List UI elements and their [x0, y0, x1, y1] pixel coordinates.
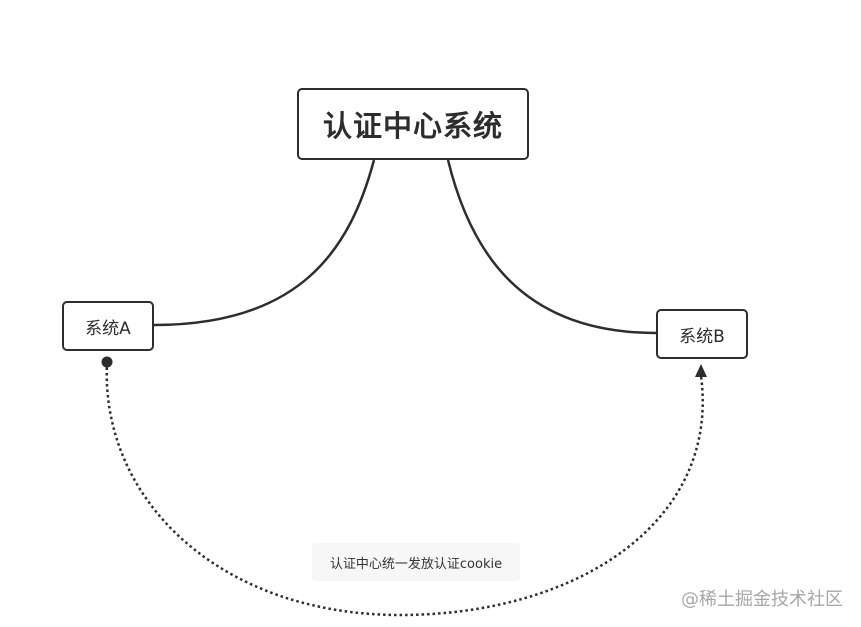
edge-center-to-system-a [153, 159, 376, 327]
node-system-a-label: 系统A [85, 318, 131, 339]
node-system-a[interactable]: 系统A [62, 301, 154, 351]
edge-cookie-dotted [105, 361, 704, 617]
node-auth-center-label: 认证中心系统 [322, 109, 503, 143]
node-system-b-label: 系统B [679, 326, 725, 347]
edge-cookie-label: 认证中心统一发放认证cookie [312, 543, 520, 581]
edge-cookie-label-text: 认证中心统一发放认证cookie [329, 556, 503, 572]
edge-center-to-system-b [446, 159, 657, 335]
node-auth-center[interactable]: 认证中心系统 [297, 88, 529, 160]
watermark: @稀土掘金技术社区 [681, 589, 843, 610]
edge-start-dot [101, 356, 113, 368]
node-system-b[interactable]: 系统B [656, 309, 748, 359]
edge-arrowhead [695, 364, 707, 377]
